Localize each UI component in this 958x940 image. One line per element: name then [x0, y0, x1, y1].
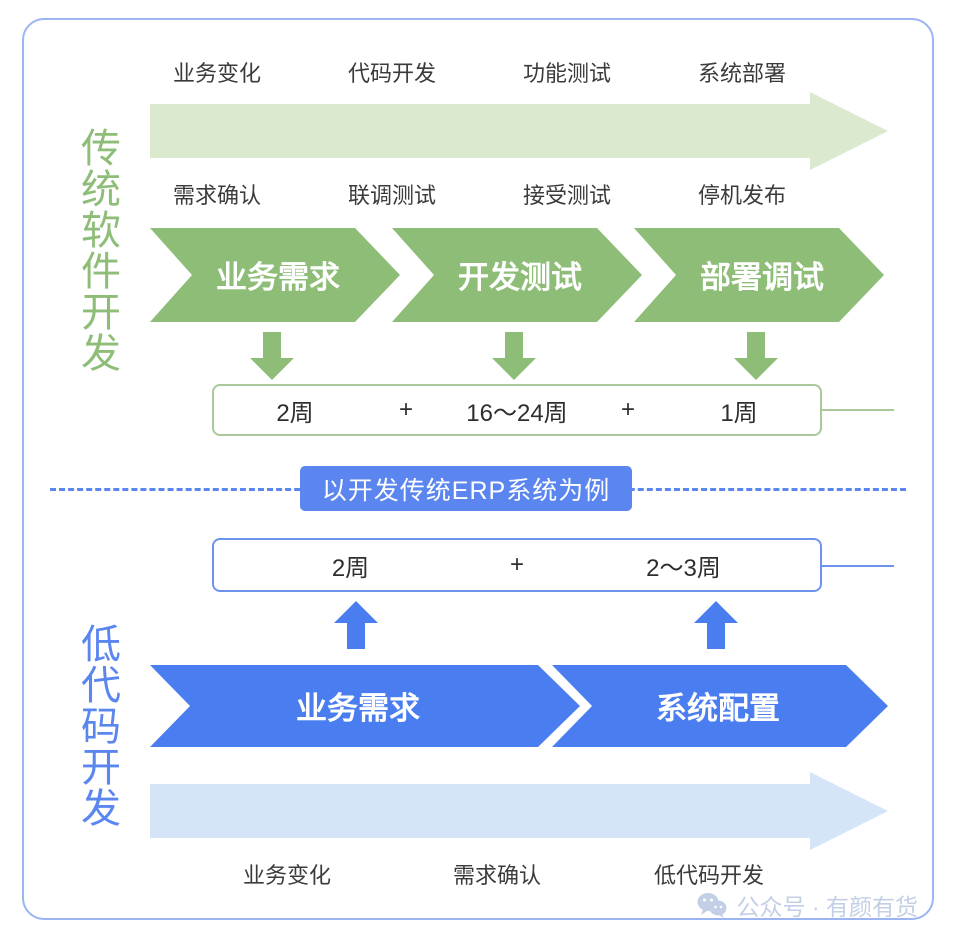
down-arrow-icon-1	[250, 332, 294, 380]
section-label-lowcode: 低代码开发	[75, 622, 119, 828]
traditional-second-label-2: 联调测试	[347, 183, 436, 208]
wechat-icon	[697, 892, 727, 918]
traditional-duration-sep-2: +	[620, 396, 635, 423]
lowcode-duration-box: 2周 + 2～3周	[212, 538, 822, 592]
traditional-duration-item-3: 1周	[720, 399, 758, 427]
example-badge: 以开发传统ERP系统为例	[300, 466, 632, 511]
outer-frame	[22, 18, 934, 920]
lowcode-duration-item-2: 2～3周	[646, 554, 721, 582]
traditional-second-label-3: 接受测试	[522, 183, 611, 208]
lowcode-phase-label-1: 业务需求	[296, 691, 420, 726]
traditional-top-label-2: 代码开发	[347, 61, 436, 86]
section-label-traditional: 传统软件开发	[75, 127, 119, 373]
lowcode-phase-chevron-1[interactable]: 业务需求	[150, 665, 580, 747]
traditional-duration-item-1: 2周	[276, 399, 314, 427]
traditional-top-label-3: 功能测试	[522, 61, 611, 86]
lowcode-duration-tail	[822, 565, 894, 567]
traditional-duration-tail	[822, 409, 894, 411]
traditional-top-label-4: 系统部署	[697, 61, 786, 86]
traditional-phase-label-2: 开发测试	[458, 260, 582, 295]
lowcode-timeline-arrow	[150, 772, 888, 850]
traditional-duration-sep-1: +	[398, 396, 413, 423]
lowcode-bottom-label-1: 业务变化	[242, 863, 331, 888]
down-arrow-icon-2	[492, 332, 536, 380]
lowcode-duration-item-1: 2周	[331, 554, 370, 582]
traditional-second-label-1: 需求确认	[172, 183, 261, 208]
traditional-second-label-4: 停机发布	[697, 183, 786, 208]
traditional-timeline-arrow	[150, 92, 888, 170]
lowcode-duration-sep-1: +	[509, 551, 524, 578]
lowcode-phase-label-2: 系统配置	[656, 691, 780, 726]
traditional-phase-chevron-1[interactable]: 业务需求	[150, 228, 400, 322]
traditional-top-label-1: 业务变化	[172, 61, 261, 86]
traditional-duration-box: 2周 + 16～24周 + 1周	[212, 384, 822, 436]
up-arrow-icon-1	[334, 601, 378, 649]
traditional-phase-label-1: 业务需求	[216, 260, 340, 295]
traditional-duration-item-2: 16～24周	[466, 399, 568, 427]
lowcode-bottom-label-2: 需求确认	[452, 863, 541, 888]
watermark-text: 公众号 · 有颜有货	[736, 894, 918, 920]
down-arrow-icon-3	[734, 332, 778, 380]
lowcode-phase-chevron-2[interactable]: 系统配置	[552, 665, 888, 747]
traditional-phase-chevron-2[interactable]: 开发测试	[392, 228, 642, 322]
watermark: 公众号 · 有颜有货	[697, 888, 918, 922]
lowcode-bottom-label-3: 低代码开发	[653, 863, 764, 888]
traditional-phase-chevron-3[interactable]: 部署调试	[634, 228, 884, 322]
up-arrow-icon-2	[694, 601, 738, 649]
traditional-phase-label-3: 部署调试	[700, 260, 824, 295]
